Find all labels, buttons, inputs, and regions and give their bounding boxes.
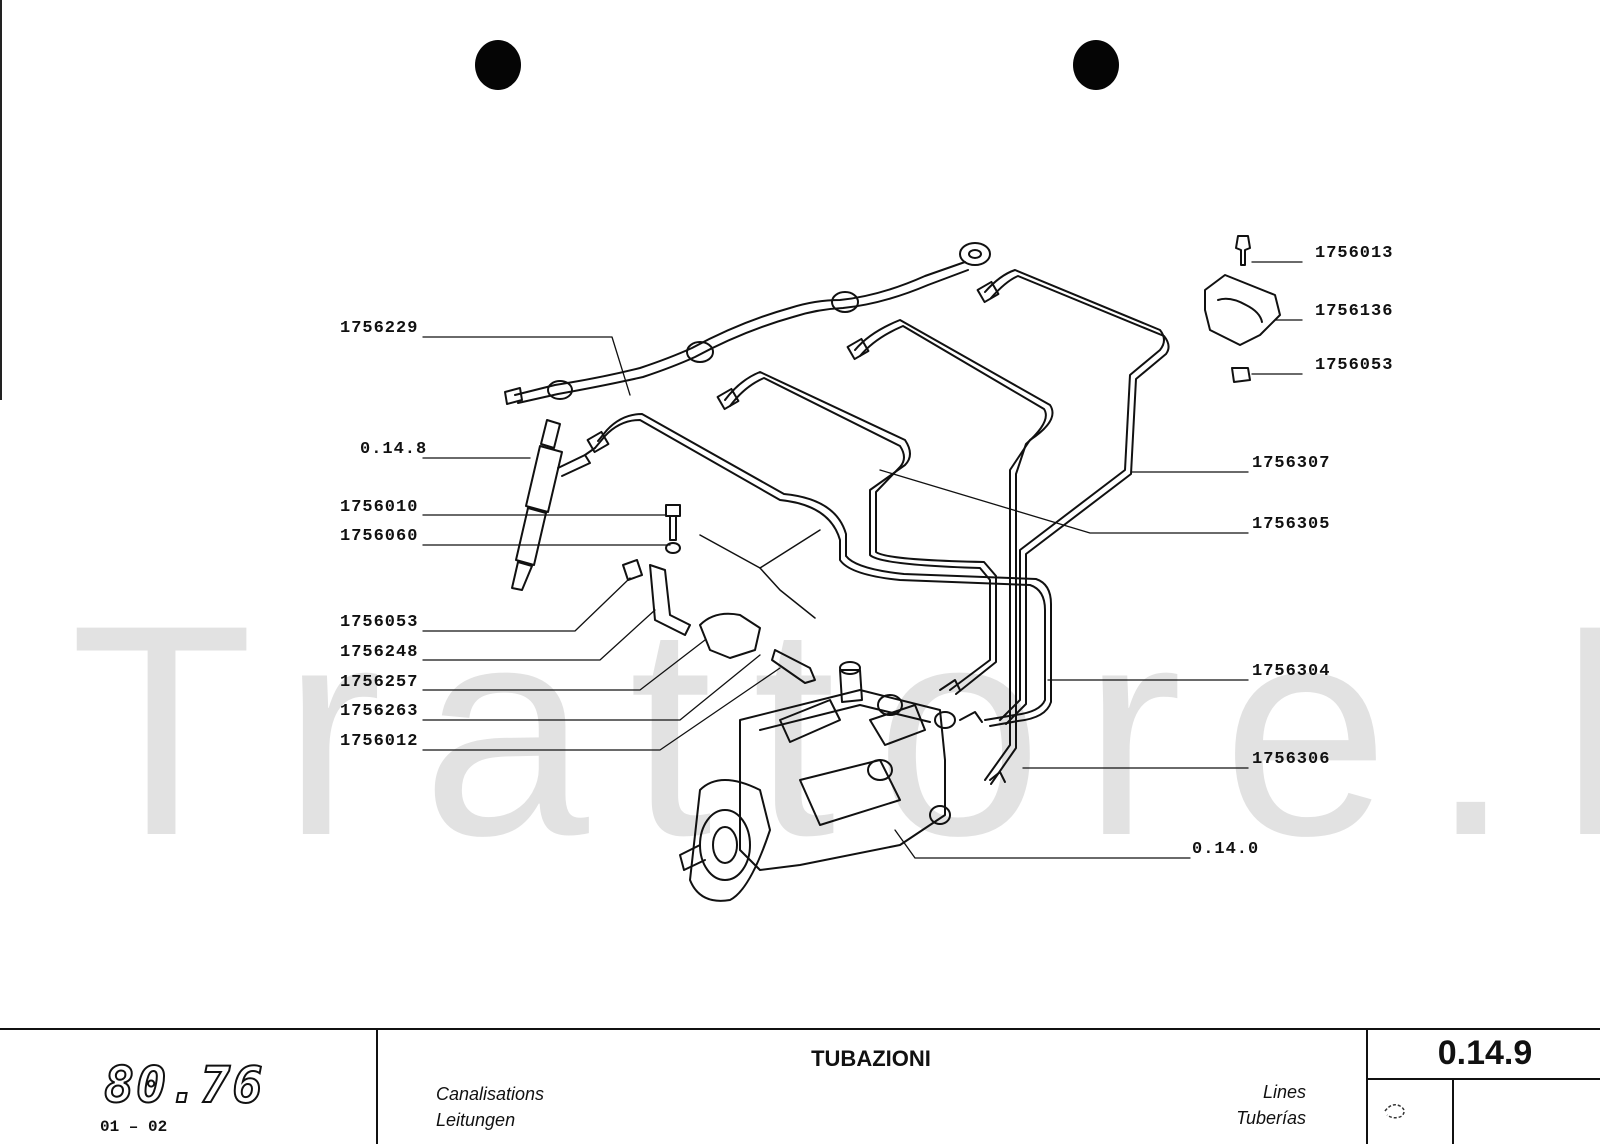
label-1756248: 1756248 [340, 643, 419, 662]
label-1756013: 1756013 [1315, 244, 1394, 263]
page-range: 01 – 02 [100, 1118, 168, 1136]
injection-pump [679, 661, 1006, 902]
page-title: TUBAZIONI [811, 1046, 931, 1071]
label-1756305: 1756305 [1252, 515, 1331, 534]
punch-hole-left [475, 40, 521, 90]
label-1756257: 1756257 [340, 673, 419, 692]
left-margin-line [0, 0, 2, 400]
title-english: Lines [1262, 1082, 1306, 1102]
revision-mark-icon [1384, 1104, 1405, 1119]
label-1756307: 1756307 [1252, 454, 1331, 473]
label-1756053-right: 1756053 [1315, 356, 1394, 375]
code-subdivider [1452, 1078, 1454, 1144]
label-0-14-8: 0.14.8 [360, 440, 428, 459]
code-cell: 0.14.9 [1366, 1030, 1600, 1144]
label-1756136: 1756136 [1315, 302, 1394, 321]
label-0-14-0: 0.14.0 [1192, 840, 1260, 859]
section-code: 0.14.9 [1437, 1034, 1533, 1072]
label-1756012: 1756012 [340, 732, 419, 751]
punch-hole-right [1073, 40, 1119, 90]
title-cell: TUBAZIONI Canalisations Leitungen Lines … [378, 1030, 1364, 1144]
title-block: 80.76 01 – 02 TUBAZIONI Canalisations Le… [0, 1028, 1600, 1144]
model-logo: 80.76 [103, 1055, 265, 1115]
label-1756306: 1756306 [1252, 750, 1331, 769]
fuel-lines [586, 269, 1170, 785]
title-french: Canalisations [436, 1084, 545, 1104]
small-hardware [622, 504, 816, 684]
model-cell: 80.76 01 – 02 [0, 1030, 378, 1144]
exploded-diagram [422, 235, 1303, 902]
label-1756263: 1756263 [340, 702, 419, 721]
title-spanish: Tuberías [1236, 1108, 1306, 1128]
label-1756060: 1756060 [340, 527, 419, 546]
line-clamp [1204, 235, 1281, 383]
label-1756053-left: 1756053 [340, 613, 419, 632]
label-1756304: 1756304 [1252, 662, 1331, 681]
code-divider [1368, 1078, 1600, 1080]
injector [511, 419, 596, 591]
return-hose [504, 242, 991, 405]
reference-cross [699, 529, 821, 619]
leader-lines [422, 261, 1303, 859]
title-german: Leitungen [436, 1110, 516, 1130]
label-1756010: 1756010 [340, 498, 419, 517]
label-1756229: 1756229 [340, 319, 419, 338]
